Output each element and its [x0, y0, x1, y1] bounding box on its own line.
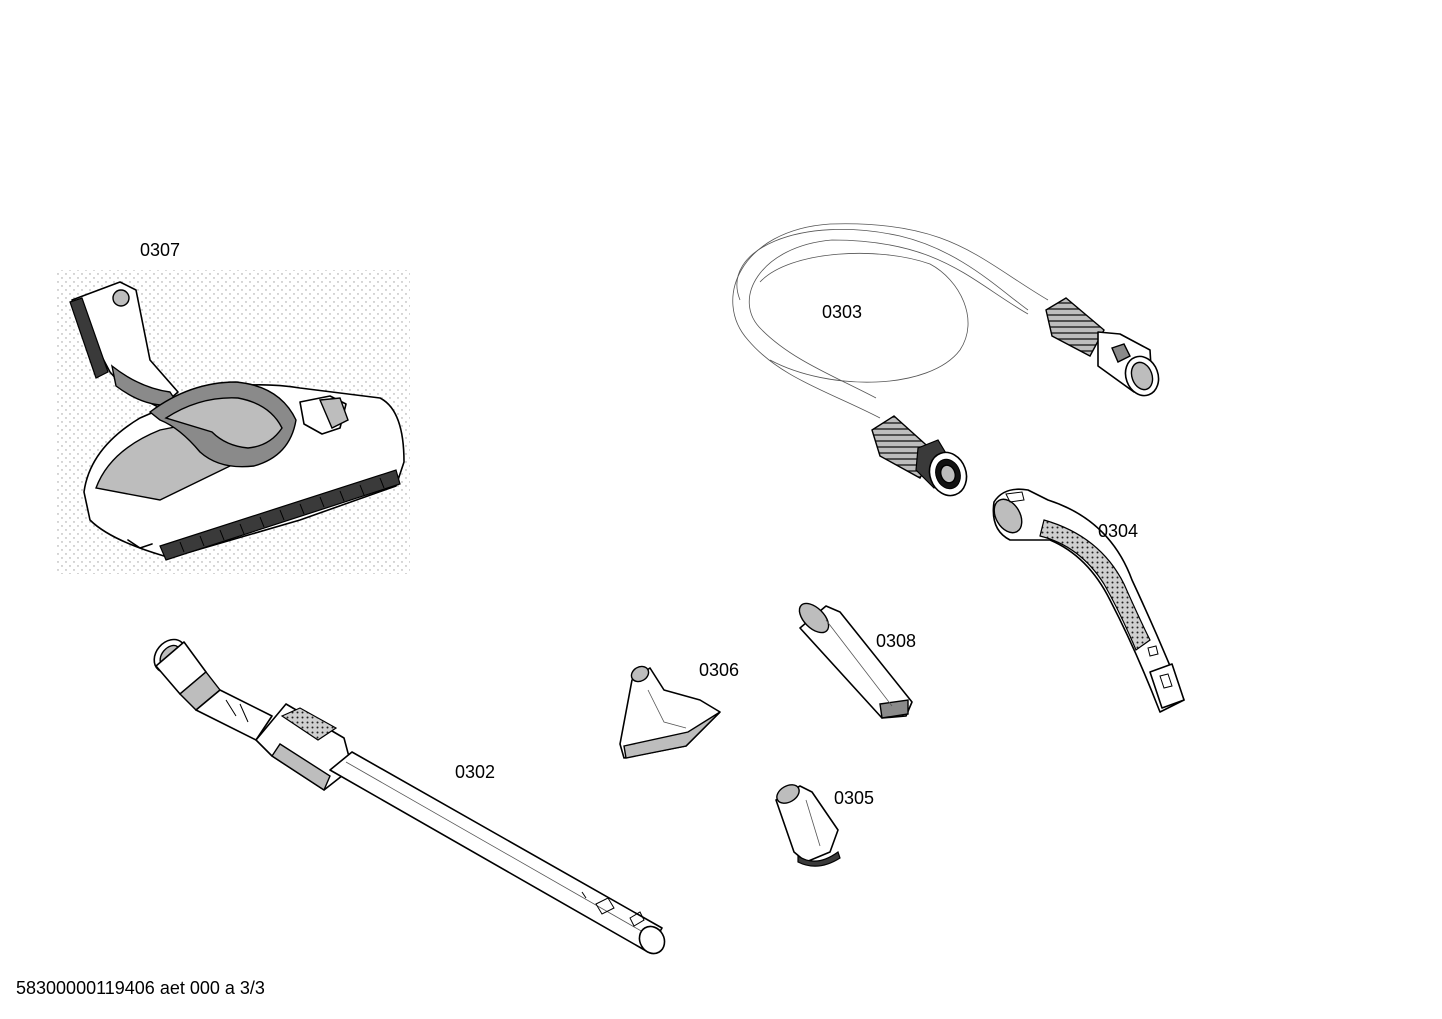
telescopic-tube-icon: [153, 638, 666, 955]
small-crevice-nozzle-icon: [775, 784, 841, 867]
label-0304: 0304: [1098, 521, 1138, 541]
label-0307: 0307: [140, 240, 180, 260]
hose-icon: [732, 223, 1160, 497]
label-0305: 0305: [834, 788, 874, 808]
upholstery-nozzle-icon: [619, 665, 721, 759]
label-0302: 0302: [455, 762, 495, 782]
label-0308: 0308: [876, 631, 916, 651]
document-code: 58300000119406 aet 000 a 3/3: [16, 978, 265, 998]
hose-handle-icon: [992, 488, 1185, 713]
floor-nozzle-icon: [56, 270, 410, 574]
crevice-nozzle-icon: [798, 602, 913, 719]
label-0303: 0303: [822, 302, 862, 322]
label-0306: 0306: [699, 660, 739, 680]
